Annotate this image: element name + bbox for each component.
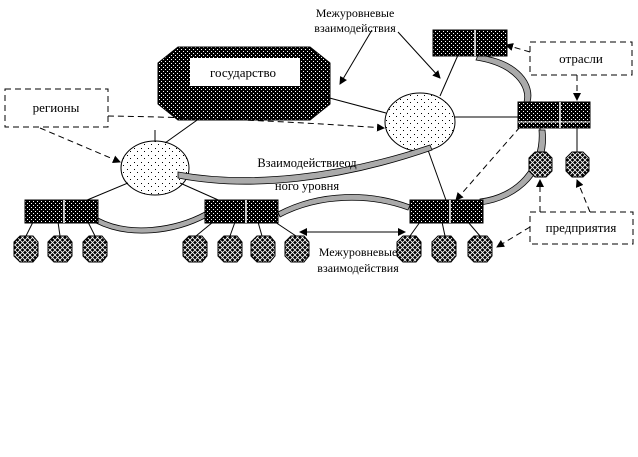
interlevel-top-label-2: взаимодействия: [314, 21, 396, 35]
region-hub: [120, 140, 190, 196]
regions-label: регионы: [33, 100, 80, 115]
level-blocks: [24, 29, 591, 224]
enterprise-nodes: [13, 151, 590, 263]
left-region-block: [24, 199, 99, 224]
sectors-box: отрасли: [529, 41, 633, 76]
middle-region-block: [204, 199, 279, 224]
same-level-label-1: Взаимодействиеод: [257, 156, 357, 170]
same-level-label-2: ного уровня: [275, 179, 339, 193]
enterprises-box: предприятия: [529, 211, 634, 245]
interlevel-bottom-label-2: взаимодействия: [317, 261, 399, 275]
state-node: государство: [157, 46, 331, 121]
sector-block: [517, 101, 591, 129]
sector-hub: [384, 92, 456, 152]
state-label: государство: [210, 65, 276, 80]
sectors-label: отрасли: [559, 51, 603, 66]
enterprises-label: предприятия: [546, 220, 617, 235]
right-region-block: [409, 199, 484, 224]
interlevel-bottom-label-1: Межуровневые: [319, 245, 398, 259]
top-block: [432, 29, 508, 57]
interlevel-top-arrows: [339, 29, 441, 85]
dashed-arrows: [39, 43, 591, 248]
regions-box: регионы: [4, 88, 109, 128]
interlevel-top-label-1: Межуровневые: [316, 6, 395, 20]
